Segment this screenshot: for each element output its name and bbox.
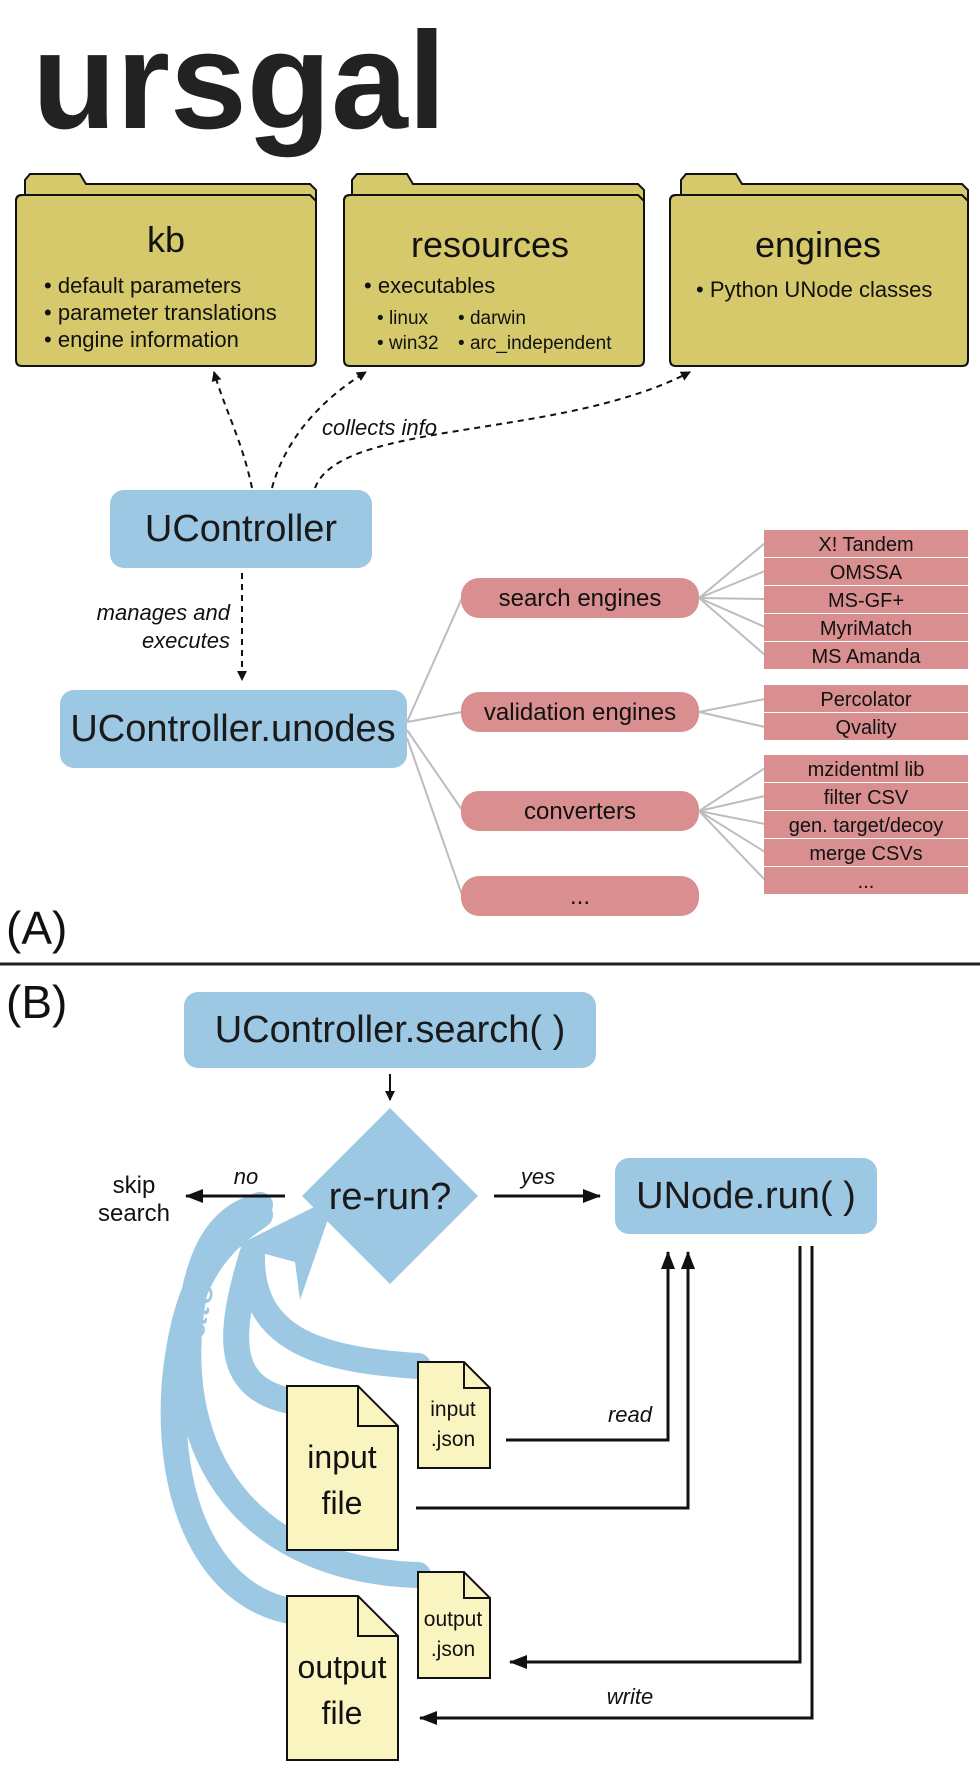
output-file-label-2: file: [322, 1695, 363, 1731]
input-file-label-2: file: [322, 1485, 363, 1521]
evaluate-arrow-head: [236, 1196, 336, 1300]
item-box: [764, 811, 968, 838]
category-validation-engines: validation engines: [461, 692, 699, 732]
folder-engines-title: engines: [755, 224, 881, 265]
input-file-document: input file: [286, 1385, 399, 1551]
unodes-label: UController.unodes: [70, 708, 395, 750]
input-file-label-1: input: [307, 1439, 377, 1475]
item-gen-target-decoy: gen. target/decoy: [789, 815, 944, 837]
folder-engines: engines • Python UNode classes: [669, 173, 969, 367]
item-myrimatch: MyriMatch: [820, 618, 912, 640]
folder-kb-bullet-1: • default parameters: [44, 273, 241, 298]
read-label: read: [608, 1402, 653, 1427]
item-percolator: Percolator: [820, 689, 911, 711]
no-label: no: [234, 1164, 258, 1189]
folder-kb-bullet-2: • parameter translations: [44, 300, 277, 325]
write-label: write: [607, 1684, 653, 1709]
output-json-document: output .json: [417, 1571, 491, 1679]
ucontroller-box: [110, 490, 372, 568]
folder-resources-title: resources: [411, 224, 569, 265]
manages-label-2: executes: [142, 628, 230, 653]
platform-darwin: • darwin: [458, 308, 526, 329]
folder-kb-title: kb: [147, 219, 185, 260]
category-converters-label: converters: [524, 798, 636, 825]
item-box: [764, 783, 968, 810]
run-call-box: [615, 1158, 877, 1234]
search-engine-items: X! Tandem OMSSA MS-GF+ MyriMatch MS Aman…: [764, 530, 968, 669]
category-item-lines: [698, 542, 766, 881]
evaluate-arrow: [160, 1192, 431, 1625]
item-x-tandem: X! Tandem: [818, 534, 913, 556]
category-search-engines-label: search engines: [499, 585, 662, 612]
validation-engine-items: Percolator Qvality: [764, 685, 968, 740]
item-box: [764, 586, 968, 613]
read-arrows: [416, 1251, 695, 1510]
rerun-decision-diamond: [302, 1108, 478, 1284]
category-validation-engines-label: validation engines: [484, 699, 676, 726]
yes-label: yes: [519, 1164, 555, 1189]
item-box: [764, 558, 968, 585]
platform-arc-independent: • arc_independent: [458, 333, 612, 354]
item-omssa: OMSSA: [830, 562, 903, 584]
collects-info-label: collects info: [322, 415, 437, 440]
input-json-label-1: input: [430, 1398, 476, 1421]
item-ms-amanda: MS Amanda: [812, 646, 922, 668]
item-box: [764, 839, 968, 866]
folder-engines-bullet-1: • Python UNode classes: [696, 277, 932, 302]
platform-win32: • win32: [377, 333, 439, 354]
unodes-box: [60, 690, 407, 768]
item-qvality: Qvality: [835, 717, 896, 739]
item-box: [764, 530, 968, 557]
skip-search-label-1: skip: [113, 1172, 156, 1199]
item-filter-csv: filter CSV: [824, 787, 909, 809]
output-file-label-1: output: [298, 1649, 387, 1685]
category-converters: converters: [461, 791, 699, 831]
item-box: [764, 713, 968, 740]
item-box: [764, 642, 968, 669]
input-json-label-2: .json: [431, 1428, 475, 1451]
item-merge-csvs: merge CSVs: [809, 843, 922, 865]
rerun-decision-label: re-run?: [329, 1176, 452, 1218]
item-box: [764, 614, 968, 641]
folder-resources-bullet-1: • executables: [364, 273, 495, 298]
ucontroller-label: UController: [145, 508, 338, 550]
item-box: [764, 867, 968, 894]
category-more: ...: [461, 876, 699, 916]
input-json-document: input .json: [417, 1361, 491, 1469]
output-json-label-2: .json: [431, 1638, 475, 1661]
folder-resources: resources • executables • linux • darwin…: [343, 173, 645, 367]
item-box: [764, 685, 968, 712]
item-box: [764, 755, 968, 782]
item-ms-gf: MS-GF+: [828, 590, 904, 612]
platform-linux: • linux: [377, 308, 429, 329]
panel-a-label: (A): [6, 902, 67, 954]
unodes-tree-lines: [406, 597, 463, 896]
panel-b-label: (B): [6, 976, 67, 1028]
run-call-label: UNode.run( ): [636, 1175, 856, 1217]
write-arrows: [419, 1246, 814, 1725]
evaluate-label: evaluate: [149, 1277, 223, 1434]
output-json-label-1: output: [424, 1608, 483, 1631]
converter-items: mzidentml lib filter CSV gen. target/dec…: [764, 755, 968, 894]
app-title: ursgal: [32, 4, 446, 158]
output-file-document: output file: [286, 1595, 399, 1761]
search-call-label: UController.search( ): [215, 1009, 566, 1051]
folder-kb: kb • default parameters • parameter tran…: [15, 173, 317, 367]
folder-kb-bullet-3: • engine information: [44, 327, 239, 352]
search-call-box: [184, 992, 596, 1068]
category-more-label: ...: [570, 883, 590, 910]
item-mzidentml-lib: mzidentml lib: [808, 759, 925, 781]
item-more: ...: [858, 871, 875, 893]
manages-label-1: manages and: [97, 600, 231, 625]
collects-info-arrows: [211, 371, 691, 489]
skip-search-label-2: search: [98, 1200, 170, 1227]
category-search-engines: search engines: [461, 578, 699, 618]
